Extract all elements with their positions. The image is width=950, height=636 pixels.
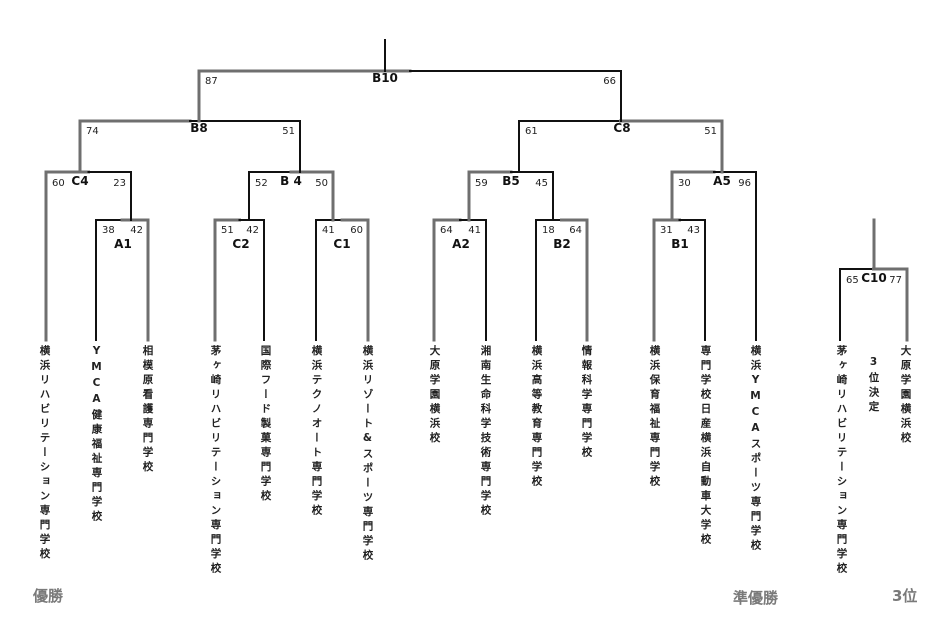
- match-b4-label: B 4: [280, 174, 302, 188]
- team-name-8: 大原学園横浜校: [428, 345, 441, 447]
- runner-up-label: 準優勝: [733, 589, 779, 607]
- team-name-10: 横浜高等教育専門学校: [530, 345, 543, 490]
- match-b2-label: B2: [553, 237, 571, 251]
- match-c2-right-score: 42: [246, 225, 259, 236]
- match-b10-left-score: 87: [205, 76, 218, 87]
- match-b4-left-score: 52: [255, 178, 268, 189]
- match-a2-label: A2: [452, 237, 470, 251]
- match-b5-left-score: 59: [475, 178, 488, 189]
- match-b5-label: B5: [502, 174, 520, 188]
- third-label: 3位: [892, 587, 918, 605]
- team-name-16: 大原学園横浜校: [899, 345, 912, 447]
- match-c2-label: C2: [232, 237, 249, 251]
- team-name-2: YMCA健康福祉専門学校: [90, 345, 103, 525]
- match-c8-left-score: 61: [525, 126, 538, 137]
- team-name-7: 横浜リゾート&スポーツ専門学校: [361, 345, 374, 564]
- match-a5-label: A5: [713, 174, 731, 188]
- match-b4-right-score: 50: [315, 178, 328, 189]
- champion-label: 優勝: [33, 587, 64, 605]
- third-place-label: 3位決定: [867, 356, 880, 416]
- team-name-11: 情報科学専門学校: [580, 345, 593, 461]
- match-c10-right-score: 77: [889, 275, 902, 286]
- team-name-12: 横浜保育福祉専門学校: [648, 345, 661, 490]
- team-name-15: 茅ヶ崎リハビリテーション専門学校: [835, 345, 848, 577]
- match-a2-left-score: 64: [440, 225, 453, 236]
- match-b8-right-score: 51: [282, 126, 295, 137]
- match-b8-label: B8: [190, 121, 208, 135]
- match-c4-left-score: 60: [52, 178, 65, 189]
- match-a2-right-score: 41: [468, 225, 481, 236]
- match-c10-label: C10: [861, 271, 887, 285]
- match-a1-left-score: 38: [102, 225, 115, 236]
- team-name-6: 横浜テクノオート専門学校: [310, 345, 323, 519]
- match-c8-right-score: 51: [704, 126, 717, 137]
- match-b8-left-score: 74: [86, 126, 99, 137]
- match-b10-right-score: 66: [603, 76, 616, 87]
- match-c4-label: C4: [71, 174, 88, 188]
- match-b10-label: B10: [372, 71, 398, 85]
- team-name-14: 横浜YMCAスポーツ専門学校: [749, 345, 762, 554]
- match-a5-right-score: 96: [738, 178, 751, 189]
- match-a5-left-score: 30: [678, 178, 691, 189]
- match-c1-label: C1: [333, 237, 350, 251]
- match-c10-left-score: 65: [846, 275, 859, 286]
- match-c2-left-score: 51: [221, 225, 234, 236]
- match-b5-right-score: 45: [535, 178, 548, 189]
- team-name-3: 相模原看護専門学校: [141, 345, 154, 476]
- team-name-13: 専門学校日産横浜自動車大学校: [699, 345, 712, 548]
- match-b1-left-score: 31: [660, 225, 673, 236]
- match-c8-label: C8: [613, 121, 630, 135]
- team-name-9: 湘南生命科学技術専門学校: [479, 345, 492, 519]
- team-name-4: 茅ヶ崎リハビリテーション専門学校: [209, 345, 222, 577]
- match-b1-label: B1: [671, 237, 689, 251]
- match-b2-right-score: 64: [569, 225, 582, 236]
- match-c1-left-score: 41: [322, 225, 335, 236]
- match-c4-right-score: 23: [113, 178, 126, 189]
- match-b2-left-score: 18: [542, 225, 555, 236]
- match-b1-right-score: 43: [687, 225, 700, 236]
- match-a1-right-score: 42: [130, 225, 143, 236]
- team-name-1: 横浜リハビリテーション専門学校: [38, 345, 51, 563]
- match-a1-label: A1: [114, 237, 132, 251]
- bracket-lines: [44, 39, 909, 342]
- team-name-5: 国際フード製菓専門学校: [259, 345, 272, 505]
- match-c1-right-score: 60: [350, 225, 363, 236]
